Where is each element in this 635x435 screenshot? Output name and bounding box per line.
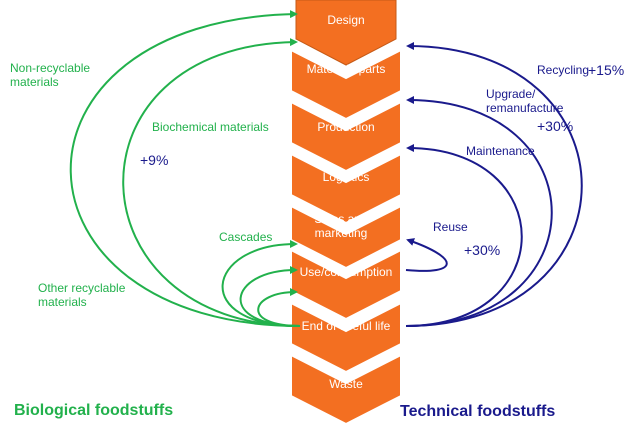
reuse-arrow — [405, 238, 448, 272]
cascade-arrow-1 — [221, 240, 301, 327]
recycling-arrow — [405, 42, 583, 327]
maintenance-arrow — [405, 144, 523, 327]
stage-materials: Materials/parts — [306, 62, 386, 76]
chevron-waste — [290, 353, 402, 426]
stage-production: Production — [317, 120, 375, 134]
label-reuse-pct: +30% — [464, 242, 501, 258]
biochemical-arrow — [122, 38, 301, 327]
label-biochemical-pct: +9% — [140, 152, 169, 168]
stage-waste: Waste — [329, 377, 363, 391]
label-recycling-pct: +15% — [588, 62, 625, 78]
chevron-materials — [290, 48, 402, 121]
label-upgrade-pct: +30% — [537, 118, 574, 134]
footer-technical: Technical foodstuffs — [400, 403, 556, 420]
biological-loops — [69, 10, 301, 327]
footer-biological: Biological foodstuffs — [14, 402, 174, 419]
label-recycling: Recycling — [537, 63, 590, 77]
cascade-arrow-3 — [257, 288, 301, 327]
label-cascades: Cascades — [219, 230, 273, 244]
stage-end-of-life: End of useful life — [301, 319, 391, 333]
stage-design: Design — [327, 13, 365, 27]
chevron-logistics — [290, 152, 402, 225]
chevron-end-of-life — [290, 301, 402, 374]
label-reuse: Reuse — [433, 220, 468, 234]
stage-use: Use/consumption — [299, 265, 393, 279]
value-chain-chevrons — [290, 0, 402, 426]
label-non-recyclable: Non-recyclable materials — [10, 61, 91, 89]
stage-logistics: Logistics — [322, 170, 370, 184]
upgrade-arrow — [405, 96, 553, 327]
label-upgrade: Upgrade/ remanufacture — [486, 87, 564, 115]
stage-sales: Sales and marketing — [314, 212, 368, 240]
chevron-design — [295, 0, 397, 66]
label-other-recyclable: Other recyclable materials — [38, 281, 126, 309]
chevron-production — [290, 100, 402, 173]
non-recyclable-arrow — [69, 10, 301, 327]
chevron-sales — [290, 204, 402, 270]
technical-loops — [405, 42, 583, 327]
label-biochemical: Biochemical materials — [152, 120, 269, 134]
label-maintenance: Maintenance — [466, 144, 535, 158]
